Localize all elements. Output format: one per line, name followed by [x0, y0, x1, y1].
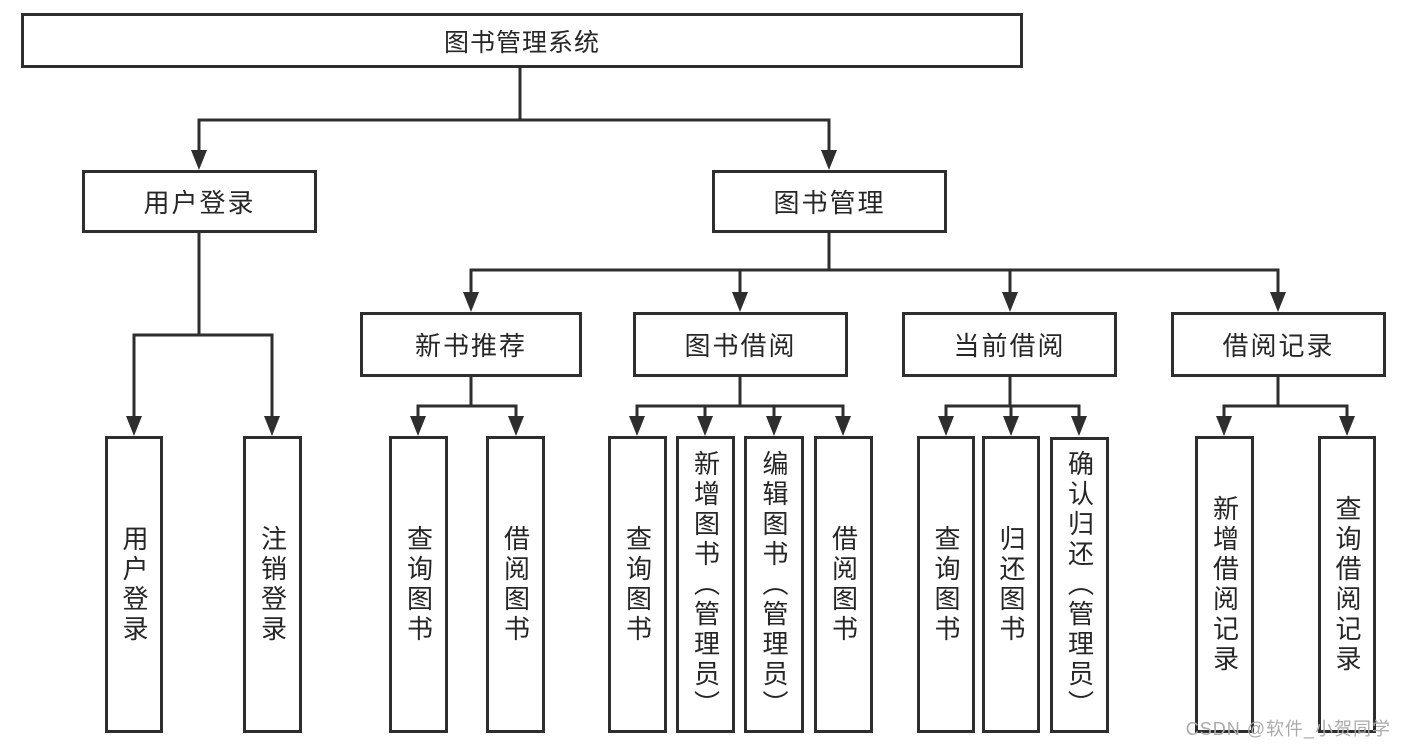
connector-book-mgmt-children	[463, 231, 1286, 312]
connector-borrow-records-children	[1216, 375, 1355, 436]
node-leaf-label: 查询图书	[931, 524, 961, 645]
node-leaf-return-books: 归还图书	[982, 436, 1040, 733]
node-leaf-label: 归还图书	[996, 524, 1026, 645]
node-leaf-label: 查询借阅记录	[1332, 494, 1362, 675]
connector-root-to-level2	[191, 66, 837, 170]
node-leaf-label: 查询图书	[622, 524, 653, 645]
connector-new-books-children	[410, 375, 524, 436]
csdn-watermark: CSDN @软件_小贺同学	[1185, 719, 1391, 739]
node-leaf-edit-books-admin: 编辑图书（管理员）	[744, 436, 804, 733]
node-leaf-label: 编辑图书（管理员）	[759, 449, 789, 720]
node-leaf-label: 用户登录	[119, 524, 149, 645]
node-leaf-label: 借阅图书	[500, 524, 531, 645]
node-root-system: 图书管理系统	[21, 13, 1023, 68]
node-leaf-borrow-books-2: 借阅图书	[814, 436, 873, 733]
node-borrow-records: 借阅记录	[1171, 312, 1386, 377]
node-leaf-label: 注销登录	[257, 524, 288, 645]
node-leaf-label: 借阅图书	[828, 524, 859, 645]
node-leaf-add-books-admin: 新增图书（管理员）	[676, 436, 735, 733]
node-leaf-label: 确认归还（管理员）	[1064, 450, 1095, 720]
node-leaf-borrow-books-1: 借阅图书	[486, 436, 545, 733]
node-leaf-label: 新增借阅记录	[1209, 494, 1240, 675]
node-leaf-confirm-return-admin: 确认归还（管理员）	[1050, 437, 1109, 733]
node-leaf-logout: 注销登录	[243, 436, 302, 733]
node-current-borrow: 当前借阅	[902, 312, 1117, 377]
node-book-management: 图书管理	[712, 170, 947, 233]
node-book-borrow: 图书借阅	[633, 312, 848, 377]
node-leaf-user-login: 用户登录	[105, 436, 163, 733]
node-leaf-label: 查询图书	[403, 524, 434, 645]
node-user-login: 用户登录	[82, 170, 317, 233]
connector-current-borrow-children	[938, 375, 1087, 436]
node-leaf-add-borrow-record: 新增借阅记录	[1195, 436, 1254, 733]
node-leaf-query-borrow-record: 查询借阅记录	[1318, 436, 1376, 733]
node-leaf-query-books-3: 查询图书	[917, 436, 975, 733]
node-leaf-label: 新增图书（管理员）	[690, 449, 721, 720]
node-new-book-recommend: 新书推荐	[360, 312, 582, 377]
node-leaf-query-books-2: 查询图书	[608, 436, 667, 733]
node-leaf-query-books-1: 查询图书	[389, 436, 448, 733]
connector-book-borrow-children	[629, 375, 851, 436]
connector-user-login-children	[126, 231, 280, 436]
